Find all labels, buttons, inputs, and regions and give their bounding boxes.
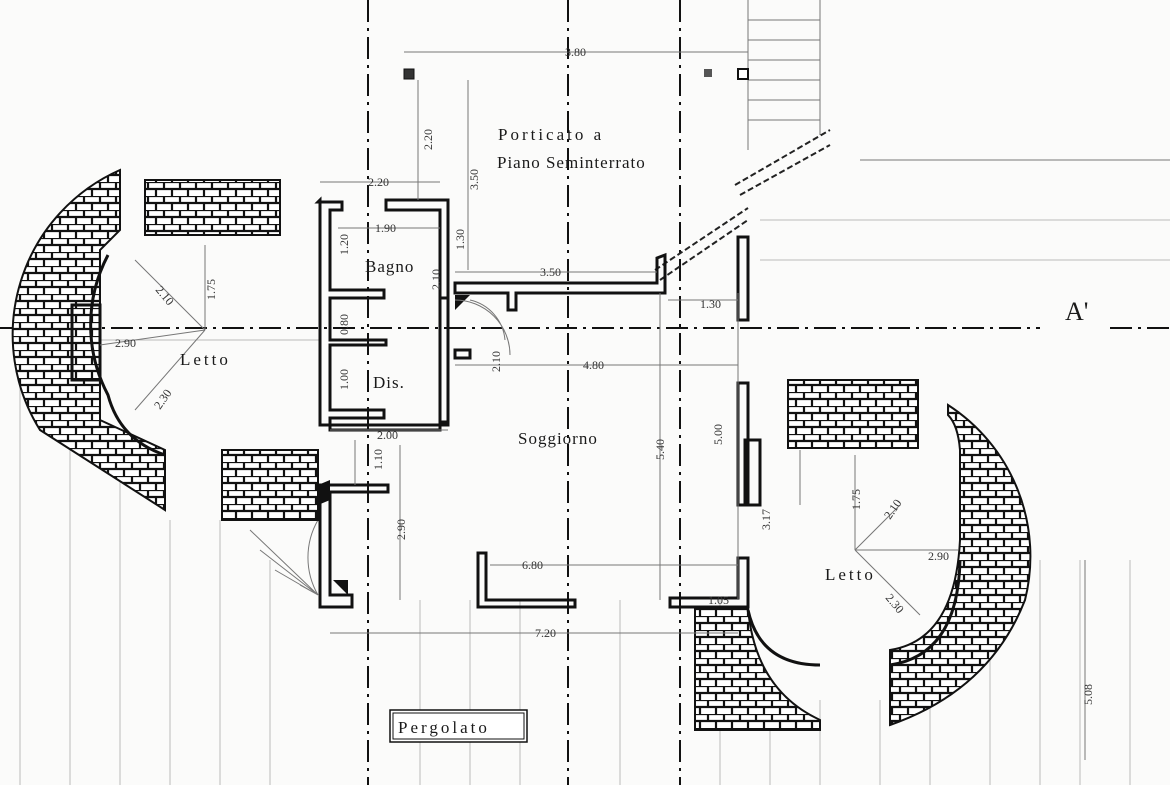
dim-label: 2.20	[368, 175, 389, 189]
dim-label: 2.20	[421, 129, 435, 150]
room-label-bagno: Bagno	[365, 257, 414, 276]
dim-label: 1.00	[337, 369, 351, 390]
dim-label: 1.20	[337, 234, 351, 255]
dim-label: 1.10	[371, 449, 385, 470]
room-label-letto-left: Letto	[180, 350, 231, 369]
room-label-porticato: Porticato a	[498, 125, 604, 144]
bedroom-right	[694, 379, 1032, 731]
dim-label: 0.80	[337, 314, 351, 335]
room-label-dis: Dis.	[373, 373, 405, 392]
walls	[314, 196, 750, 609]
dim-label: 1.05	[708, 593, 729, 607]
dim-label: 2.10	[429, 269, 443, 290]
dim-label: 2.90	[394, 519, 408, 540]
pillar	[737, 68, 749, 80]
dim-label: 5.08	[1081, 684, 1095, 705]
section-marker: A'	[1065, 297, 1088, 326]
dimension-lines	[320, 51, 1170, 760]
dim-label: 2.30	[151, 386, 175, 411]
room-label-pergolato: Pergolato	[398, 718, 490, 737]
dim-label: 5.40	[653, 439, 667, 460]
pillar	[704, 69, 712, 77]
dim-label: 1.90	[375, 221, 396, 235]
dim-label: 2.10	[881, 496, 905, 521]
dim-label: 5.00	[711, 424, 725, 445]
room-label-letto-right: Letto	[825, 565, 876, 584]
dim-label: 2.00	[377, 428, 398, 442]
dim-label: 1.30	[700, 297, 721, 311]
dim-label: 2.10	[489, 351, 503, 372]
dim-label: 7.20	[535, 626, 556, 640]
dim-label: 3.50	[540, 265, 561, 279]
dim-label: 2.90	[928, 549, 949, 563]
dim-label: 3.80	[565, 45, 586, 59]
dim-label: 4.80	[583, 358, 604, 372]
dim-label: 1.75	[204, 279, 218, 300]
dim-label: 2.10	[153, 283, 177, 308]
room-label-porticato-level: Piano Seminterrato	[497, 153, 646, 172]
spiral-stair	[249, 299, 511, 596]
pergolato-label-box: Pergolato	[389, 709, 528, 743]
dim-label: 3.17	[759, 509, 773, 530]
dim-label: 1.30	[453, 229, 467, 250]
dim-label: 2.90	[115, 336, 136, 350]
room-label-soggiorno: Soggiorno	[518, 429, 598, 448]
dim-label: 1.75	[849, 489, 863, 510]
dim-label: 3.50	[467, 169, 481, 190]
bedroom-left	[11, 168, 319, 521]
dim-label: 2.30	[883, 591, 907, 616]
dim-label: 6.80	[522, 558, 543, 572]
pillar	[403, 68, 415, 80]
